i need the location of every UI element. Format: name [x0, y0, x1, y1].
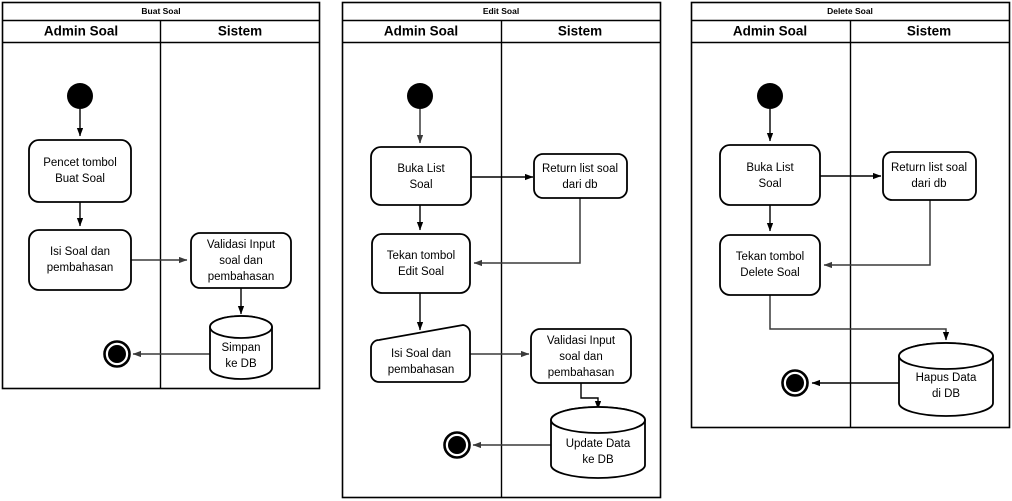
- action-buka-list-soal: Buka List Soal: [370, 146, 472, 206]
- action-tekan-tombol-delete-soal: Tekan tombol Delete Soal: [719, 234, 821, 296]
- edge-tekan-to-hapus: [769, 295, 950, 341]
- datastore-update-data-ke-db: Update Data ke DB: [550, 406, 646, 479]
- action-shape: [533, 153, 628, 199]
- action-label-line3: pembahasan: [548, 367, 615, 379]
- action-label-line1: Buka List: [746, 162, 794, 174]
- edge-validasi-to-update: [580, 383, 602, 410]
- cylinder-top: [550, 406, 646, 434]
- action-shape-skewed: [370, 324, 471, 383]
- action-return-list-soal: Return list soal dari db: [533, 153, 628, 199]
- action-pencet-tombol-buat-soal: Pencet tombol Buat Soal: [28, 139, 132, 203]
- action-shape: [530, 328, 632, 384]
- action-label-line1: Isi Soal dan: [50, 246, 110, 258]
- action-shape: [28, 139, 132, 203]
- final-node: [781, 369, 809, 397]
- action-label-line2: dari db: [911, 178, 946, 190]
- action-label-line2: Delete Soal: [740, 267, 799, 279]
- action-label-line2: pembahasan: [388, 364, 455, 376]
- initial-node: [407, 83, 433, 109]
- action-label-line1: Pencet tombol: [43, 157, 117, 169]
- diagram-edit-soal: Edit Soal Admin Soal Sistem Buka List So…: [341, 1, 662, 499]
- action-shape: [719, 234, 821, 296]
- action-label-line3: pembahasan: [208, 271, 275, 283]
- action-return-list-soal: Return list soal dari db: [882, 151, 977, 201]
- datastore-simpan-ke-db: Simpan ke DB: [209, 315, 273, 380]
- lane-header-sistem: Sistem: [907, 24, 951, 39]
- diagram-title: Edit Soal: [483, 6, 519, 16]
- cylinder-top: [898, 342, 994, 370]
- action-label-line1: Tekan tombol: [387, 250, 455, 262]
- datastore-label-line1: Update Data: [566, 438, 631, 450]
- action-label-line2: soal dan: [219, 255, 262, 267]
- action-buka-list-soal: Buka List Soal: [719, 144, 821, 206]
- initial-node: [757, 83, 783, 109]
- action-label-line1: Return list soal: [891, 162, 967, 174]
- action-label-line1: Isi Soal dan: [391, 348, 451, 360]
- cylinder-top: [209, 315, 273, 339]
- action-label-line2: Buat Soal: [55, 173, 105, 185]
- action-shape: [719, 144, 821, 206]
- diagram-title: Delete Soal: [827, 6, 873, 16]
- initial-node: [67, 83, 93, 109]
- action-label-line1: Validasi Input: [207, 239, 276, 251]
- diagram-title: Buat Soal: [141, 6, 180, 16]
- diagram-delete-soal: Delete Soal Admin Soal Sistem Buka List …: [690, 1, 1011, 429]
- action-isi-soal-dan-pembahasan: Isi Soal dan pembahasan: [28, 229, 132, 291]
- datastore-label-line2: di DB: [932, 388, 960, 400]
- action-label-line1: Return list soal: [542, 163, 618, 175]
- lane-header-admin-soal: Admin Soal: [384, 24, 458, 39]
- lane-header-sistem: Sistem: [218, 24, 262, 39]
- diagram-buat-soal: Buat Soal Admin Soal Sistem Pencet tombo…: [1, 1, 321, 390]
- action-shape: [882, 151, 977, 201]
- action-shape: [371, 233, 471, 294]
- action-label-line2: soal dan: [559, 351, 602, 363]
- action-tekan-tombol-edit-soal: Tekan tombol Edit Soal: [371, 233, 471, 294]
- datastore-hapus-data-di-db: Hapus Data di DB: [898, 342, 994, 417]
- action-label-line1: Tekan tombol: [736, 251, 804, 263]
- action-isi-soal-dan-pembahasan: Isi Soal dan pembahasan: [370, 324, 471, 383]
- action-label-line1: Buka List: [397, 163, 445, 175]
- action-label-line2: pembahasan: [47, 262, 114, 274]
- datastore-label-line1: Simpan: [222, 342, 261, 354]
- final-node-core: [786, 374, 804, 392]
- action-validasi-input: Validasi Input soal dan pembahasan: [530, 328, 632, 384]
- action-label-line1: Validasi Input: [547, 335, 616, 347]
- final-node-core: [108, 345, 126, 363]
- action-shape: [370, 146, 472, 206]
- action-shape: [190, 232, 292, 289]
- edge-return-to-tekan: [823, 200, 931, 269]
- action-label-line2: Soal: [409, 179, 432, 191]
- action-label-line2: Edit Soal: [398, 266, 444, 278]
- edge-return-to-tekan: [473, 198, 581, 267]
- datastore-label-line2: ke DB: [582, 454, 614, 466]
- action-shape: [28, 229, 132, 291]
- final-node-core: [448, 436, 466, 454]
- lane-header-admin-soal: Admin Soal: [733, 24, 807, 39]
- final-node: [103, 340, 131, 368]
- final-node: [443, 431, 471, 459]
- action-label-line2: Soal: [758, 178, 781, 190]
- datastore-label-line1: Hapus Data: [916, 372, 977, 384]
- lane-header-sistem: Sistem: [558, 24, 602, 39]
- action-validasi-input: Validasi Input soal dan pembahasan: [190, 232, 292, 289]
- lane-header-admin-soal: Admin Soal: [44, 24, 118, 39]
- datastore-label-line2: ke DB: [225, 358, 257, 370]
- action-label-line2: dari db: [562, 179, 597, 191]
